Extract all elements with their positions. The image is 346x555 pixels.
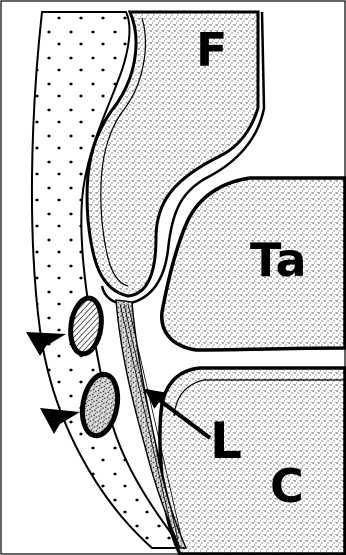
fibula-label: F (196, 23, 227, 77)
talus-label: Ta (250, 233, 307, 287)
calcaneus-label: C (270, 459, 304, 513)
calcaneus-bone (160, 368, 345, 554)
ligament-label: L (210, 412, 242, 470)
